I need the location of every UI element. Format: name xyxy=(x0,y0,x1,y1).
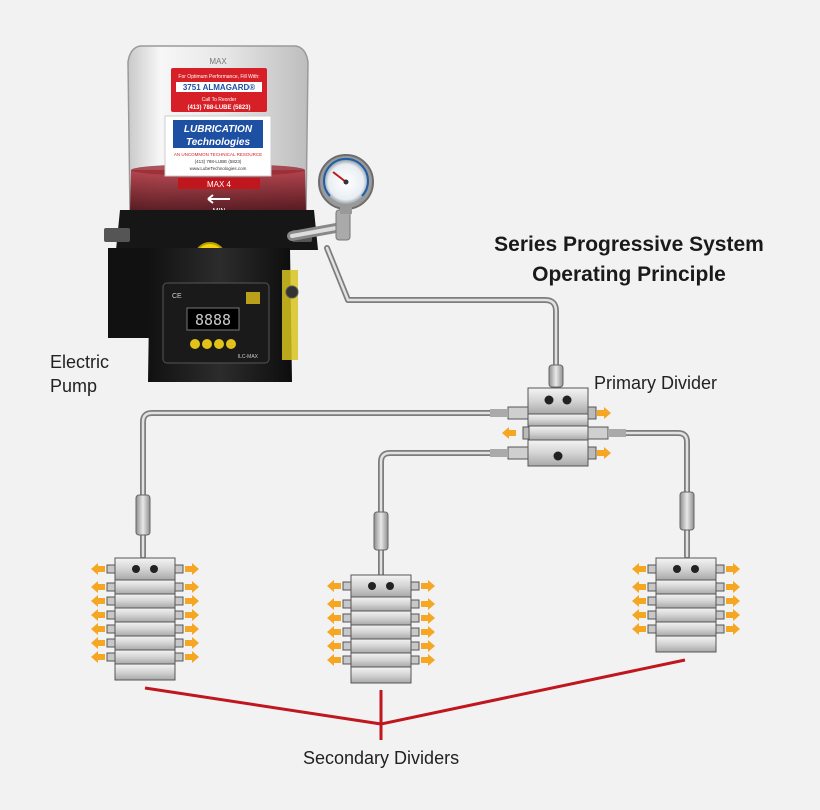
secondary-divider-middle-arrow-right-5 xyxy=(421,654,435,666)
line-to-secondary-left xyxy=(140,410,493,503)
secondary-divider-left-arrow-left-2 xyxy=(91,595,105,607)
secondary-divider-right-arrow-left-0 xyxy=(632,563,646,575)
line-to-secondary-right xyxy=(622,430,690,498)
secondary-divider-middle-arrow-left-2 xyxy=(327,612,341,624)
primary-divider xyxy=(490,387,626,467)
secondary-divider-left-arrow-right-0 xyxy=(185,563,199,575)
secondary-divider-left-arrow-left-0 xyxy=(91,563,105,575)
secondary-divider-middle-arrow-left-1 xyxy=(327,598,341,610)
pressure-gauge xyxy=(318,154,374,214)
secondary-divider-right-arrow-left-1 xyxy=(632,581,646,593)
secondary-divider-left-arrow-right-3 xyxy=(185,609,199,621)
svg-text:(413) 788-LUBE (5823): (413) 788-LUBE (5823) xyxy=(187,105,250,111)
secondary-divider-middle-arrow-right-0 xyxy=(421,580,435,592)
svg-text:For Optimum Performance, Fill: For Optimum Performance, Fill With: xyxy=(178,74,259,80)
secondary-divider-middle-arrow-right-3 xyxy=(421,626,435,638)
secondary-divider-left-arrow-left-4 xyxy=(91,623,105,635)
secondary-divider-right-arrow-right-4 xyxy=(726,623,740,635)
primary-outlet-arrow-r1 xyxy=(597,407,611,419)
secondary-dividers xyxy=(106,557,725,684)
secondary-divider-right-arrow-right-1 xyxy=(726,581,740,593)
svg-text:LUBRICATION: LUBRICATION xyxy=(184,124,253,135)
secondary-divider-right-arrow-right-3 xyxy=(726,609,740,621)
secondary-divider-middle-arrow-right-2 xyxy=(421,612,435,624)
secondary-callout-lines xyxy=(144,658,686,740)
title-line-2: Operating Principle xyxy=(532,263,726,286)
secondary-divider-middle-arrow-left-0 xyxy=(327,580,341,592)
control-button-3 xyxy=(214,339,224,349)
diagram-title: Series Progressive System Operating Prin… xyxy=(474,230,784,290)
secondary-dividers-label: Secondary Dividers xyxy=(303,748,460,768)
primary-outlet-arrow-l2 xyxy=(502,427,516,439)
secondary-divider-middle-arrow-left-4 xyxy=(327,640,341,652)
secondary-divider-right-arrow-left-3 xyxy=(632,609,646,621)
svg-text:AN UNCOMMON TECHNICAL RESOURCE: AN UNCOMMON TECHNICAL RESOURCE xyxy=(174,152,262,157)
svg-text:(413) 788-LUBE (5823): (413) 788-LUBE (5823) xyxy=(195,159,242,164)
secondary-divider-left-arrow-left-1 xyxy=(91,581,105,593)
reservoir-max-mark: MAX xyxy=(209,57,227,66)
secondary-divider-middle-arrow-left-3 xyxy=(327,626,341,638)
control-button-2 xyxy=(202,339,212,349)
secondary-divider-right-arrow-left-2 xyxy=(632,595,646,607)
svg-text:Call To Reorder: Call To Reorder xyxy=(202,97,237,103)
svg-text:3751 ALMAGARD®: 3751 ALMAGARD® xyxy=(183,83,255,92)
svg-text:www.LubeTechnologies.com: www.LubeTechnologies.com xyxy=(190,166,247,171)
secondary-divider-right-arrow-right-0 xyxy=(726,563,740,575)
svg-text:CE: CE xyxy=(172,293,182,300)
secondary-divider-left-arrow-right-2 xyxy=(185,595,199,607)
secondary-divider-left-arrow-right-5 xyxy=(185,637,199,649)
title-line-1: Series Progressive System xyxy=(494,233,764,256)
digital-display xyxy=(186,307,240,331)
primary-outlet-arrow-r3 xyxy=(597,447,611,459)
flow-arrows xyxy=(91,407,740,666)
level-max-label: MAX 4 xyxy=(207,180,232,189)
secondary-divider-middle-arrow-left-5 xyxy=(327,654,341,666)
svg-text:8888: 8888 xyxy=(195,311,231,329)
electric-pump-label: Electric Pump xyxy=(50,352,110,396)
tube-fittings xyxy=(135,364,695,551)
secondary-divider-left xyxy=(106,557,184,681)
secondary-divider-left-arrow-right-4 xyxy=(185,623,199,635)
secondary-divider-right-arrow-right-2 xyxy=(726,595,740,607)
secondary-divider-right-arrow-left-4 xyxy=(632,623,646,635)
control-button-1 xyxy=(190,339,200,349)
primary-divider-label: Primary Divider xyxy=(594,373,718,393)
electric-pump: MAX For Optimum Performance, Fill With: … xyxy=(104,45,351,382)
svg-text:ILC-MAX: ILC-MAX xyxy=(238,354,259,360)
secondary-divider-left-arrow-right-1 xyxy=(185,581,199,593)
secondary-divider-middle-arrow-right-1 xyxy=(421,598,435,610)
secondary-divider-left-arrow-right-6 xyxy=(185,651,199,663)
secondary-divider-left-arrow-left-5 xyxy=(91,637,105,649)
secondary-divider-middle-arrow-right-4 xyxy=(421,640,435,652)
secondary-divider-left-arrow-left-6 xyxy=(91,651,105,663)
line-to-secondary-middle xyxy=(378,450,493,518)
secondary-divider-right xyxy=(647,557,725,653)
svg-text:Technologies: Technologies xyxy=(186,137,251,148)
secondary-divider-left-arrow-left-3 xyxy=(91,609,105,621)
secondary-divider-middle xyxy=(342,574,420,684)
control-button-4 xyxy=(226,339,236,349)
